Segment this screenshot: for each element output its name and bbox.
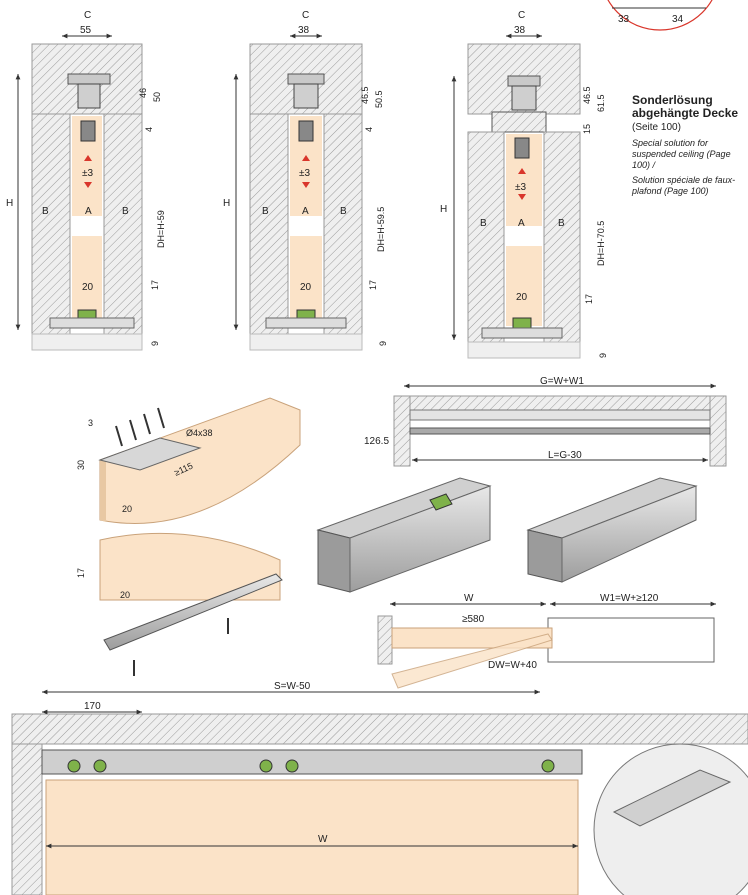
c-label: C <box>518 10 525 21</box>
h-label: H <box>223 198 230 209</box>
a-label: A <box>85 206 92 217</box>
section-1: ±3 C 55 H 46 50 4 DH=H-59 B A B 20 17 9 <box>6 10 166 351</box>
note-page-de: (Seite 100) <box>632 122 681 133</box>
plan-view: W W1=W+≥120 ≥580 DW=W+40 <box>377 593 716 689</box>
d170-label: 170 <box>84 701 101 712</box>
roller-icon <box>285 759 299 773</box>
dim-a: 46.5 <box>582 86 592 104</box>
detail-zoom-circle <box>593 743 748 895</box>
d9-label: 9 <box>150 341 160 346</box>
d20b-label: 20 <box>120 590 130 600</box>
wall-right <box>103 113 143 335</box>
a-label: A <box>302 206 309 217</box>
note-title: Sonderlösung abgehängte Decke (Seite 100… <box>632 94 744 134</box>
d20a-label: 20 <box>122 504 132 514</box>
dim-a: 46.5 <box>360 86 370 104</box>
section-3: ±3 C 38 H 46.5 61.5 15 DH=H-70.5 B A B 2… <box>440 10 608 359</box>
d17-label: 17 <box>584 294 594 304</box>
h1265-label: 126.5 <box>364 436 389 447</box>
floor-rail <box>103 573 283 651</box>
b-right: B <box>558 218 565 229</box>
detail-circle: 33 34 <box>607 0 713 31</box>
dh-label: DH=H-70.5 <box>596 221 606 266</box>
profile-iso-left <box>316 477 492 593</box>
w20-label: 20 <box>516 292 528 303</box>
a-label: A <box>518 218 525 229</box>
w-label: W <box>318 834 328 845</box>
track-profile <box>67 73 111 85</box>
c-label: C <box>84 10 91 21</box>
l-label: L=G-30 <box>548 450 582 461</box>
special-solution-note: Sonderlösung abgehängte Decke (Seite 100… <box>632 94 744 197</box>
door-bracket <box>80 120 96 142</box>
wall-left <box>31 113 71 335</box>
c-value: 38 <box>298 25 310 36</box>
tolerance-label: ±3 <box>299 168 310 179</box>
door-panel-bottom <box>72 236 102 318</box>
c-value: 55 <box>80 25 92 36</box>
note-fr: Solution spéciale de faux-plafond (Page … <box>632 175 736 196</box>
roller-icon <box>541 759 555 773</box>
dim-c: 15 <box>582 124 592 134</box>
track-view: G=W+W1 126.5 L=G-30 <box>364 376 727 467</box>
section-2: ±3 C 38 H 46.5 50.5 4 DH=H-59.5 B A B 20… <box>223 10 388 351</box>
w1-label: W1=W+≥120 <box>600 593 659 604</box>
roller-icon <box>259 759 273 773</box>
d3-label: 3 <box>88 418 93 428</box>
dim-c: 4 <box>144 127 154 132</box>
dim-c: 4 <box>364 127 374 132</box>
roller-icon <box>67 759 81 773</box>
dh-label: DH=H-59 <box>156 210 166 248</box>
h-label: H <box>6 198 13 209</box>
min-label: ≥580 <box>462 614 485 625</box>
h-label: H <box>440 204 447 215</box>
d17-label: 17 <box>150 280 160 290</box>
b-left: B <box>262 206 269 217</box>
b-left: B <box>480 218 487 229</box>
d17-label: 17 <box>368 280 378 290</box>
note-title-de: Sonderlösung abgehängte Decke <box>632 93 739 120</box>
note-en: Special solution for suspended ceiling (… <box>632 138 731 170</box>
g-label: G=W+W1 <box>540 376 584 387</box>
dh-label: DH=H-59.5 <box>376 207 386 252</box>
w-label: W <box>464 593 474 604</box>
c-label: C <box>302 10 309 21</box>
d9-label: 9 <box>378 341 388 346</box>
d30-label: 30 <box>76 460 86 470</box>
iso-detail: 3 Ø4x38 ≥115 30 20 17 20 <box>76 397 301 676</box>
roller-icon <box>93 759 107 773</box>
drill-label: Ø4x38 <box>186 428 213 438</box>
d9-label: 9 <box>598 353 608 358</box>
roller-carriage <box>77 83 101 109</box>
dim-a: 46 <box>138 88 148 98</box>
b-right: B <box>340 206 347 217</box>
tolerance-label: ±3 <box>515 182 526 193</box>
d17-label: 17 <box>76 568 86 578</box>
b-left: B <box>42 206 49 217</box>
dim-b: 61.5 <box>596 94 606 112</box>
w20-label: 20 <box>300 282 312 293</box>
bottom-view: S=W-50 170 W <box>11 681 748 895</box>
detail-right-value: 34 <box>672 14 684 25</box>
screws <box>115 407 165 447</box>
w20-label: 20 <box>82 282 94 293</box>
dim-b: 50.5 <box>374 90 384 108</box>
c-value: 38 <box>514 25 526 36</box>
b-right: B <box>122 206 129 217</box>
s-label: S=W-50 <box>274 681 311 692</box>
dw-label: DW=W+40 <box>488 660 537 671</box>
tolerance-label: ±3 <box>82 168 93 179</box>
detail-left-value: 33 <box>618 14 630 25</box>
dim-b: 50 <box>152 92 162 102</box>
floor-plate <box>49 317 135 329</box>
profile-iso-right <box>526 477 698 583</box>
